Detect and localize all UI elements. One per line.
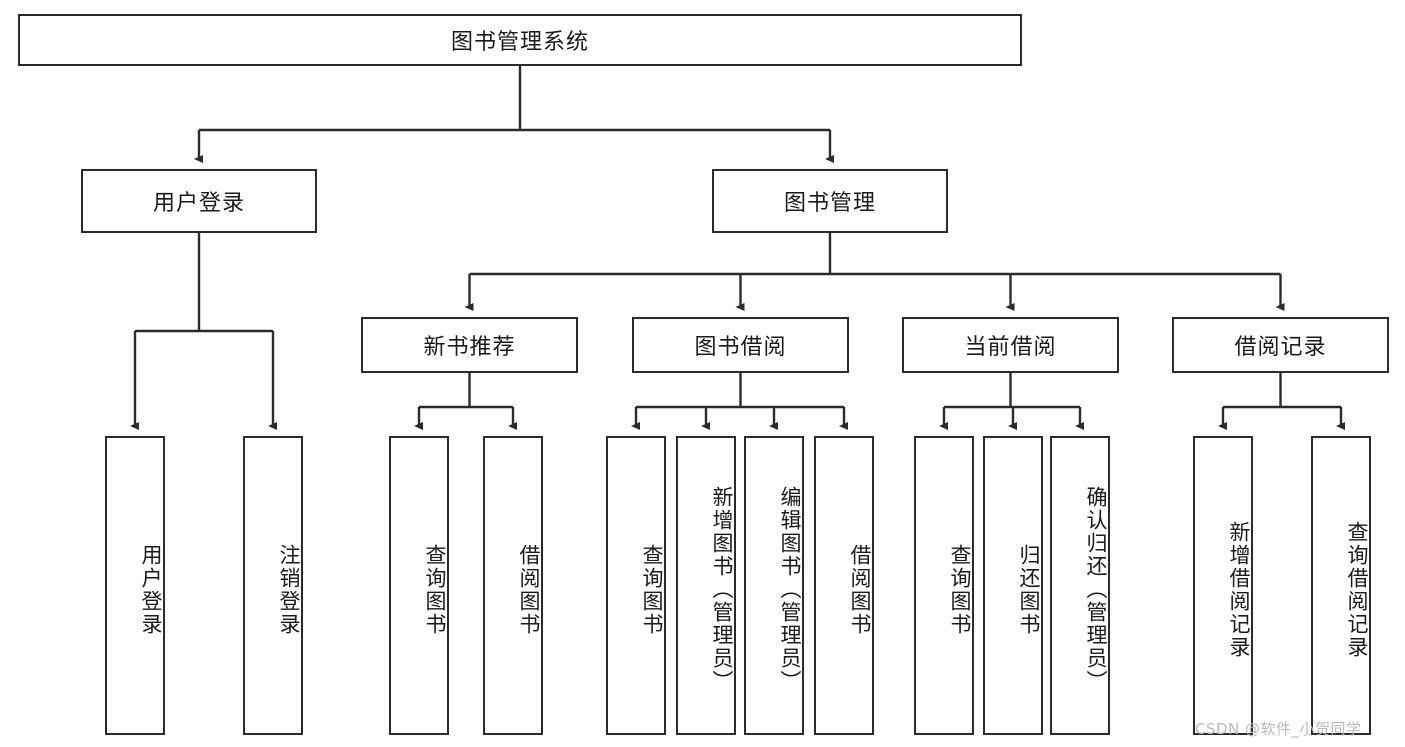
node-label: 用户登录 xyxy=(152,191,245,216)
node-label: 图书管理 xyxy=(783,191,876,216)
node-label: 当前借阅 xyxy=(964,335,1057,360)
connector-lines xyxy=(130,66,1345,430)
node-l11[interactable]: 确认归还（管理员） xyxy=(1050,436,1110,735)
node-login[interactable]: 用户登录 xyxy=(81,169,317,233)
node-current[interactable]: 当前借阅 xyxy=(902,317,1119,373)
node-label: 查询借阅记录 xyxy=(1345,520,1369,659)
node-l6[interactable]: 新增图书（管理员） xyxy=(676,436,736,735)
node-label: 借阅记录 xyxy=(1234,335,1327,360)
node-l4[interactable]: 借阅图书 xyxy=(483,436,543,735)
node-label: 图书管理系统 xyxy=(450,30,589,55)
node-l13[interactable]: 查询借阅记录 xyxy=(1311,436,1371,735)
node-l9[interactable]: 查询图书 xyxy=(914,436,974,735)
node-label: 新书推荐 xyxy=(423,335,516,360)
node-label: 新增图书（管理员） xyxy=(710,486,734,693)
node-l3[interactable]: 查询图书 xyxy=(389,436,449,735)
node-newbook[interactable]: 新书推荐 xyxy=(361,317,578,373)
node-label: 归还图书 xyxy=(1017,543,1041,636)
node-records[interactable]: 借阅记录 xyxy=(1172,317,1389,373)
node-l7[interactable]: 编辑图书（管理员） xyxy=(744,436,804,735)
node-label: 新增借阅记录 xyxy=(1227,520,1251,659)
node-borrow[interactable]: 图书借阅 xyxy=(632,317,849,373)
node-l2[interactable]: 注销登录 xyxy=(243,436,303,735)
node-l12[interactable]: 新增借阅记录 xyxy=(1193,436,1253,735)
node-bookmgmt[interactable]: 图书管理 xyxy=(712,169,948,233)
node-root[interactable]: 图书管理系统 xyxy=(18,14,1022,66)
node-label: 查询图书 xyxy=(423,543,447,636)
node-label: 图书借阅 xyxy=(694,335,787,360)
node-l10[interactable]: 归还图书 xyxy=(983,436,1043,735)
node-label: 查询图书 xyxy=(948,543,972,636)
node-l5[interactable]: 查询图书 xyxy=(606,436,666,735)
node-l1[interactable]: 用户登录 xyxy=(105,436,165,735)
node-label: 借阅图书 xyxy=(517,543,541,636)
node-label: 确认归还（管理员） xyxy=(1084,486,1108,693)
node-l8[interactable]: 借阅图书 xyxy=(814,436,874,735)
node-label: 用户登录 xyxy=(139,543,163,636)
node-label: 查询图书 xyxy=(640,543,664,636)
node-label: 借阅图书 xyxy=(848,543,872,636)
csdn-watermark: CSDN @软件_小贺同学 xyxy=(1195,720,1362,738)
node-label: 编辑图书（管理员） xyxy=(778,486,802,693)
node-label: 注销登录 xyxy=(277,543,301,636)
